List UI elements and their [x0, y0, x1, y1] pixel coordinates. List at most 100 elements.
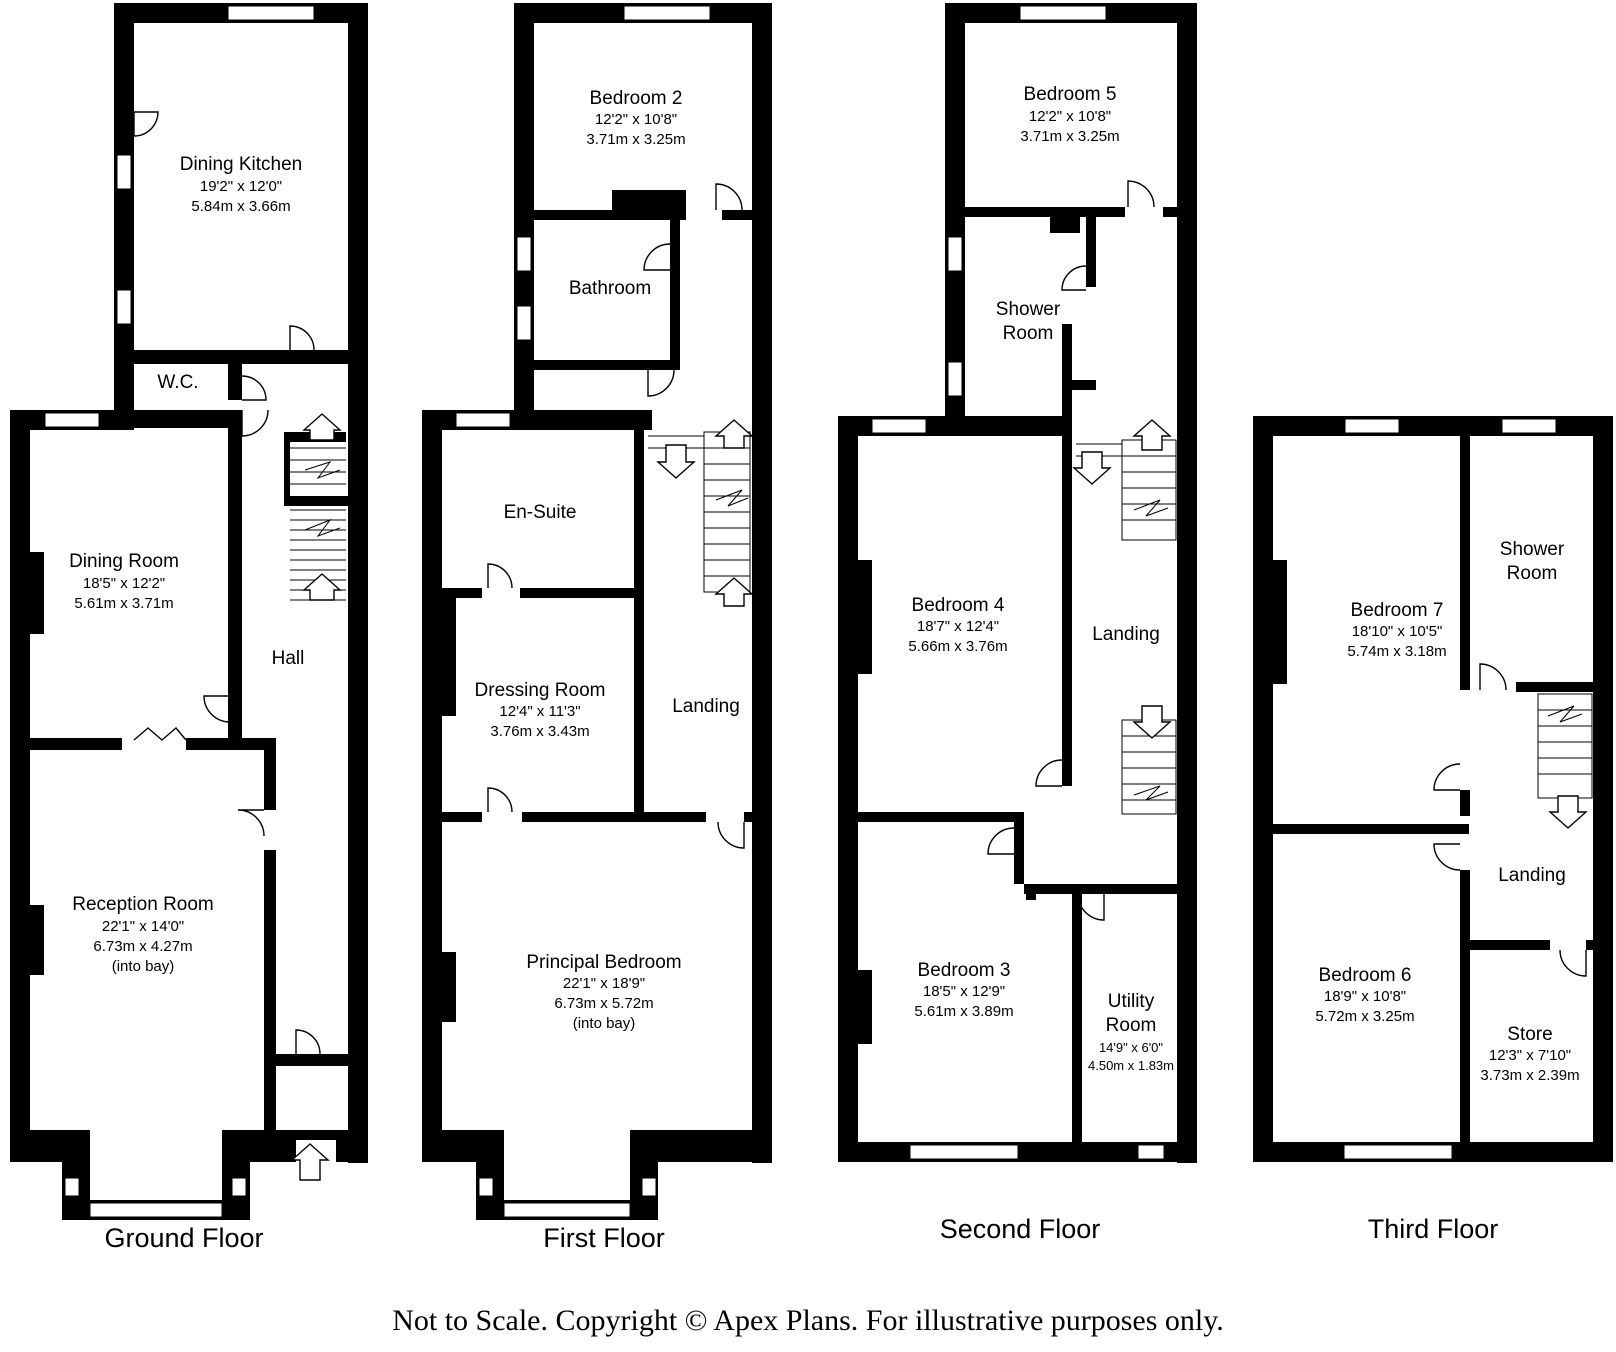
third-floor-plan: Bedroom 7 18'10" x 10'5" 5.74m x 3.18m S… — [1253, 416, 1613, 1244]
chimney-breast — [852, 970, 872, 1044]
room-dim-metric: 5.84m x 3.66m — [191, 198, 290, 215]
door — [1077, 893, 1105, 921]
ground-floor-plan: Dining Kitchen 19'2" x 12'0" 5.84m x 3.6… — [10, 3, 368, 1253]
door — [241, 409, 269, 437]
wall — [442, 588, 482, 598]
door — [1127, 180, 1155, 208]
window — [1137, 1144, 1165, 1160]
wall — [134, 410, 238, 428]
room-dim-metric: 3.76m x 3.43m — [490, 723, 589, 740]
chimney-breast — [436, 952, 456, 1022]
room-dim-imperial: 22'1" x 18'9" — [563, 975, 645, 992]
room-name: Bedroom 4 — [912, 595, 1005, 616]
room-name: Landing — [1092, 624, 1160, 645]
room-name: Bedroom 2 — [590, 88, 683, 109]
room-name: Room — [1507, 563, 1558, 584]
staircase — [1076, 439, 1177, 815]
room-name: Store — [1507, 1024, 1552, 1045]
wall — [1086, 217, 1096, 287]
room-name: Hall — [272, 648, 305, 669]
window — [116, 289, 132, 325]
stair-down-arrow — [1072, 451, 1112, 485]
wall — [965, 207, 1125, 217]
window — [909, 1144, 1019, 1160]
wall — [186, 738, 276, 750]
first-floor-plan: Bedroom 2 12'2" x 10'8" 3.71m x 3.25m Ba… — [422, 3, 772, 1253]
wall — [1062, 324, 1072, 414]
floor-label: Second Floor — [940, 1214, 1101, 1244]
chimney-breast — [24, 552, 44, 634]
room-name: Dressing Room — [475, 680, 606, 701]
room-dim-metric: 5.61m x 3.71m — [74, 595, 173, 612]
door — [241, 375, 267, 401]
room-dim-imperial: 18'10" x 10'5" — [1352, 623, 1443, 640]
room-dim-imperial: 18'9" x 10'8" — [1324, 988, 1406, 1005]
stair-up-arrow — [714, 577, 754, 607]
door — [647, 369, 675, 397]
window — [641, 1177, 657, 1197]
room-name: W.C. — [157, 372, 198, 393]
door-gap — [116, 112, 132, 146]
window — [455, 412, 511, 428]
door — [289, 325, 315, 351]
door — [1061, 265, 1087, 291]
staircase — [1537, 693, 1593, 799]
wall — [284, 496, 348, 506]
wall — [228, 364, 242, 400]
wall — [1014, 812, 1024, 854]
chimney-breast — [436, 598, 456, 716]
window — [231, 1177, 247, 1197]
copyright-footer: Not to Scale. Copyright © Apex Plans. Fo… — [392, 1304, 1224, 1337]
wall — [1586, 940, 1594, 950]
wall — [1460, 870, 1470, 1160]
room-dim-metric: 3.71m x 3.25m — [1020, 128, 1119, 145]
wall — [1516, 682, 1593, 692]
window — [478, 1177, 494, 1197]
room-dim-metric: 5.61m x 3.89m — [914, 1003, 1013, 1020]
chimney-breast — [852, 560, 872, 674]
room-name: Dining Kitchen — [180, 154, 303, 175]
room-dim-imperial: 14'9" x 6'0" — [1099, 1040, 1163, 1055]
door — [717, 821, 745, 849]
wall — [722, 210, 752, 220]
door — [715, 183, 743, 211]
wall — [838, 416, 858, 1162]
room-name: Principal Bedroom — [526, 952, 681, 973]
wall — [534, 360, 680, 370]
wall — [1460, 436, 1470, 690]
door — [487, 787, 513, 813]
window — [871, 418, 927, 434]
wall — [670, 268, 680, 364]
door — [987, 827, 1015, 855]
door — [295, 1029, 321, 1055]
wall — [744, 812, 754, 822]
wall — [1273, 824, 1469, 834]
chimney-breast — [24, 905, 44, 975]
floor-label: Ground Floor — [104, 1223, 263, 1253]
door — [1035, 759, 1063, 787]
staircase — [648, 431, 751, 593]
window — [1501, 418, 1557, 434]
door — [237, 809, 265, 837]
wall — [1024, 884, 1124, 894]
room-dim-imperial: 18'5" x 12'9" — [923, 983, 1005, 1000]
window — [947, 361, 963, 397]
floor-label: First Floor — [543, 1223, 665, 1253]
stair-up-arrow — [1132, 419, 1172, 451]
wall — [264, 850, 276, 1150]
second-floor-plan: Bedroom 5 12'2" x 10'8" 3.71m x 3.25m Sh… — [838, 3, 1197, 1244]
wall — [264, 738, 276, 810]
room-dim-metric: 3.71m x 3.25m — [586, 131, 685, 148]
wall — [522, 812, 706, 822]
chimney-breast — [1050, 207, 1080, 233]
stair-up-arrow — [302, 413, 342, 441]
room-dim-imperial: 19'2" x 12'0" — [200, 178, 282, 195]
wall — [276, 1054, 348, 1066]
entrance-arrow — [290, 1143, 330, 1181]
room-dim-imperial: 12'2" x 10'8" — [1029, 108, 1111, 125]
room-dim-imperial: 12'4" x 11'3" — [499, 703, 580, 720]
stair-down-arrow — [1132, 705, 1172, 739]
wall — [348, 3, 368, 1163]
room-name: Shower — [1500, 539, 1565, 560]
